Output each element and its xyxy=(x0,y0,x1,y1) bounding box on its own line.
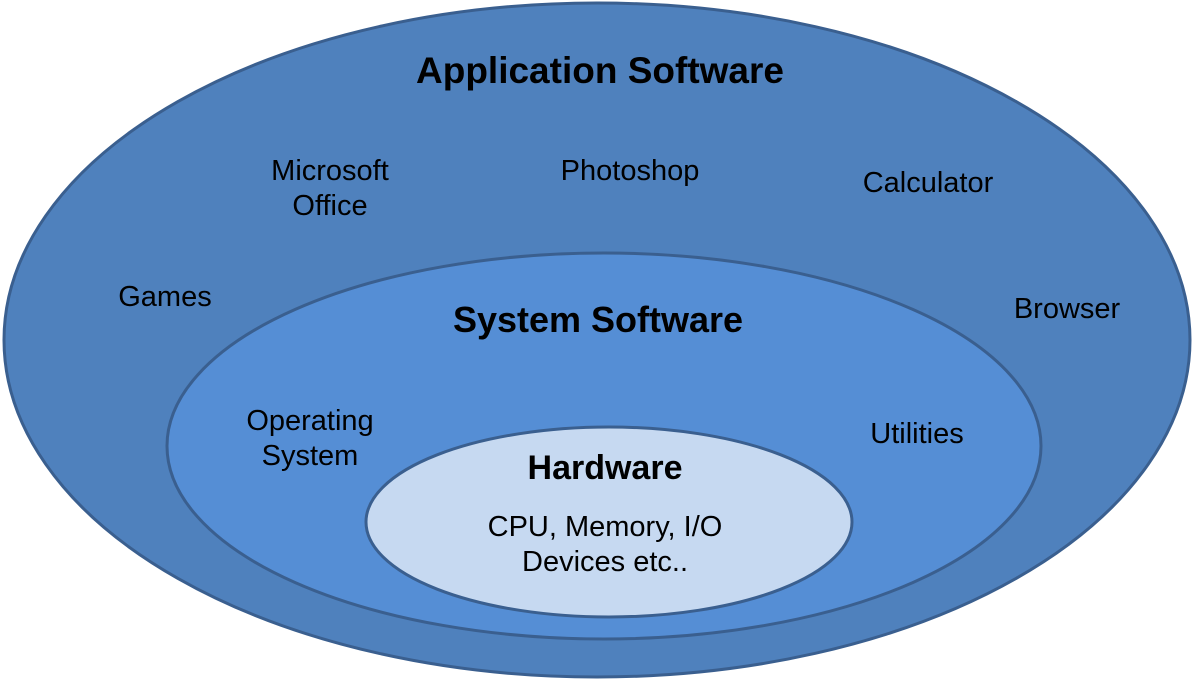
operating-system-line1: Operating xyxy=(246,405,374,437)
hardware-description-line1: CPU, Memory, I/O xyxy=(487,511,723,543)
microsoft-office-line1: Microsoft xyxy=(271,155,389,187)
microsoft-office-label: Microsoft Office xyxy=(230,154,430,225)
browser-label: Browser xyxy=(1013,293,1121,325)
microsoft-office-line2: Office xyxy=(292,190,368,223)
operating-system-label: Operating System xyxy=(210,404,410,475)
operating-system-line2: System xyxy=(261,440,359,473)
utilities-label: Utilities xyxy=(870,418,964,450)
system-software-title: System Software xyxy=(452,299,744,340)
hardware-ellipse xyxy=(364,425,854,619)
games-label: Games xyxy=(118,281,212,313)
hardware-description-line2: Devices etc.. xyxy=(522,546,688,579)
calculator-label: Calculator xyxy=(862,167,994,199)
application-software-title: Application Software xyxy=(416,50,784,91)
hardware-title: Hardware xyxy=(527,449,683,487)
photoshop-label: Photoshop xyxy=(560,155,700,187)
hardware-description: CPU, Memory, I/O Devices etc.. xyxy=(460,510,750,581)
